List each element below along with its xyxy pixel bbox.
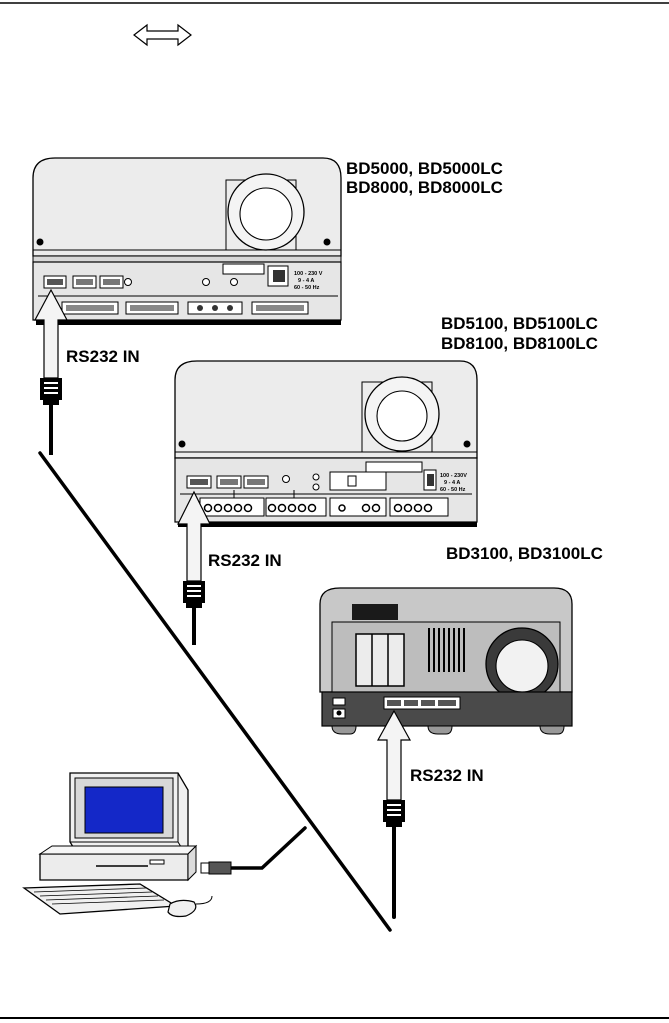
serial-port-rs232 (384, 697, 460, 709)
double-headed-arrow-icon (134, 25, 191, 45)
rs232-connector-icon-3 (383, 800, 405, 827)
serial-port-rs232 (187, 476, 211, 488)
lens-icon (226, 174, 304, 250)
cable-from-computer (232, 828, 305, 868)
rs232-in-label-2: RS232 IN (208, 551, 282, 570)
power-rating-line-1: 100 - 230 V (294, 271, 323, 277)
projector-1-models-line-1: BD5000, BD5000LC (346, 159, 503, 178)
rs232-connector-icon-2 (183, 581, 205, 645)
power-rating-line-2: 9 - 4 A (298, 278, 314, 284)
projector-2-models-line-2: BD8100, BD8100LC (441, 334, 598, 353)
power-rating-line-1: 100 - 230V (440, 473, 467, 479)
computer-screen (85, 787, 163, 833)
projector-2-models-line-1: BD5100, BD5100LC (441, 314, 598, 333)
power-rating-line-2: 9 - 4 A (444, 480, 460, 486)
projector-3-models-line-1: BD3100, BD3100LC (446, 544, 603, 563)
rs232-connector-icon-1 (40, 378, 62, 455)
projector-bd5100: 100 - 230V 9 - 4 A 60 - 50 Hz (175, 361, 477, 527)
lens-icon (486, 628, 558, 700)
projector-bd5000: 100 - 230 V 9 - 4 A 60 - 50 Hz (33, 158, 341, 325)
power-rating-line-3: 60 - 50 Hz (440, 487, 466, 493)
projector-bd3100 (320, 588, 572, 734)
projector-1-models-line-2: BD8000, BD8000LC (346, 178, 503, 197)
power-rating-line-3: 60 - 50 Hz (294, 285, 320, 291)
computer-rs232-plug-icon (201, 862, 231, 874)
serial-port-rs232 (44, 276, 66, 288)
lens-icon (362, 377, 439, 452)
rs232-in-label-1: RS232 IN (66, 347, 140, 366)
rs232-in-label-3: RS232 IN (410, 766, 484, 785)
desktop-computer-icon (24, 773, 231, 917)
